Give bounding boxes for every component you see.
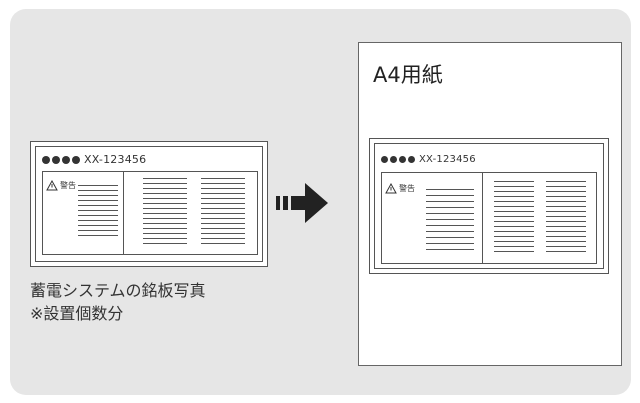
warning-triangle-icon [46,180,58,191]
warning-section-on-paper: 警告 [382,173,483,263]
nameplate-photo: XX-123456 警告 [30,141,268,267]
nameplate-header-on-paper: XX-123456 [381,154,597,165]
arrow-right-icon [276,183,328,223]
warning-label-on-paper: 警告 [399,184,415,193]
caption-note: ※設置個数分 [30,304,124,323]
warning-section: 警告 [43,172,124,254]
nameplate-photo-on-paper: XX-123456 警告 [369,138,609,274]
caption: 蓄電システムの銘板写真 ※設置個数分 [30,279,206,325]
nameplate-model-on-paper: XX-123456 [419,154,476,165]
spec-column-1 [143,178,187,248]
warning-text-lines-on-paper [426,189,474,255]
a4-paper: A4用紙 XX-123456 警告 [358,42,622,366]
warning-label-group-on-paper: 警告 [385,183,415,194]
warning-triangle-icon [385,183,397,194]
warning-label-group: 警告 [46,180,76,191]
nameplate-model: XX-123456 [84,153,147,166]
caption-title: 蓄電システムの銘板写真 [30,281,206,300]
nameplate-body: 警告 [42,171,258,255]
nameplate-body-on-paper: 警告 [381,172,597,264]
spec-column-2 [201,178,245,248]
warning-label: 警告 [60,181,76,190]
nameplate-frame-on-paper: XX-123456 警告 [374,143,604,269]
logo-dots-icon [42,155,80,164]
nameplate-header: XX-123456 [42,153,256,166]
logo-dots-icon [381,156,415,163]
nameplate-frame: XX-123456 警告 [35,146,263,262]
spec-column-2-on-paper [546,181,586,256]
spec-column-1-on-paper [494,181,534,256]
paper-title: A4用紙 [373,63,443,87]
warning-text-lines [78,185,118,240]
